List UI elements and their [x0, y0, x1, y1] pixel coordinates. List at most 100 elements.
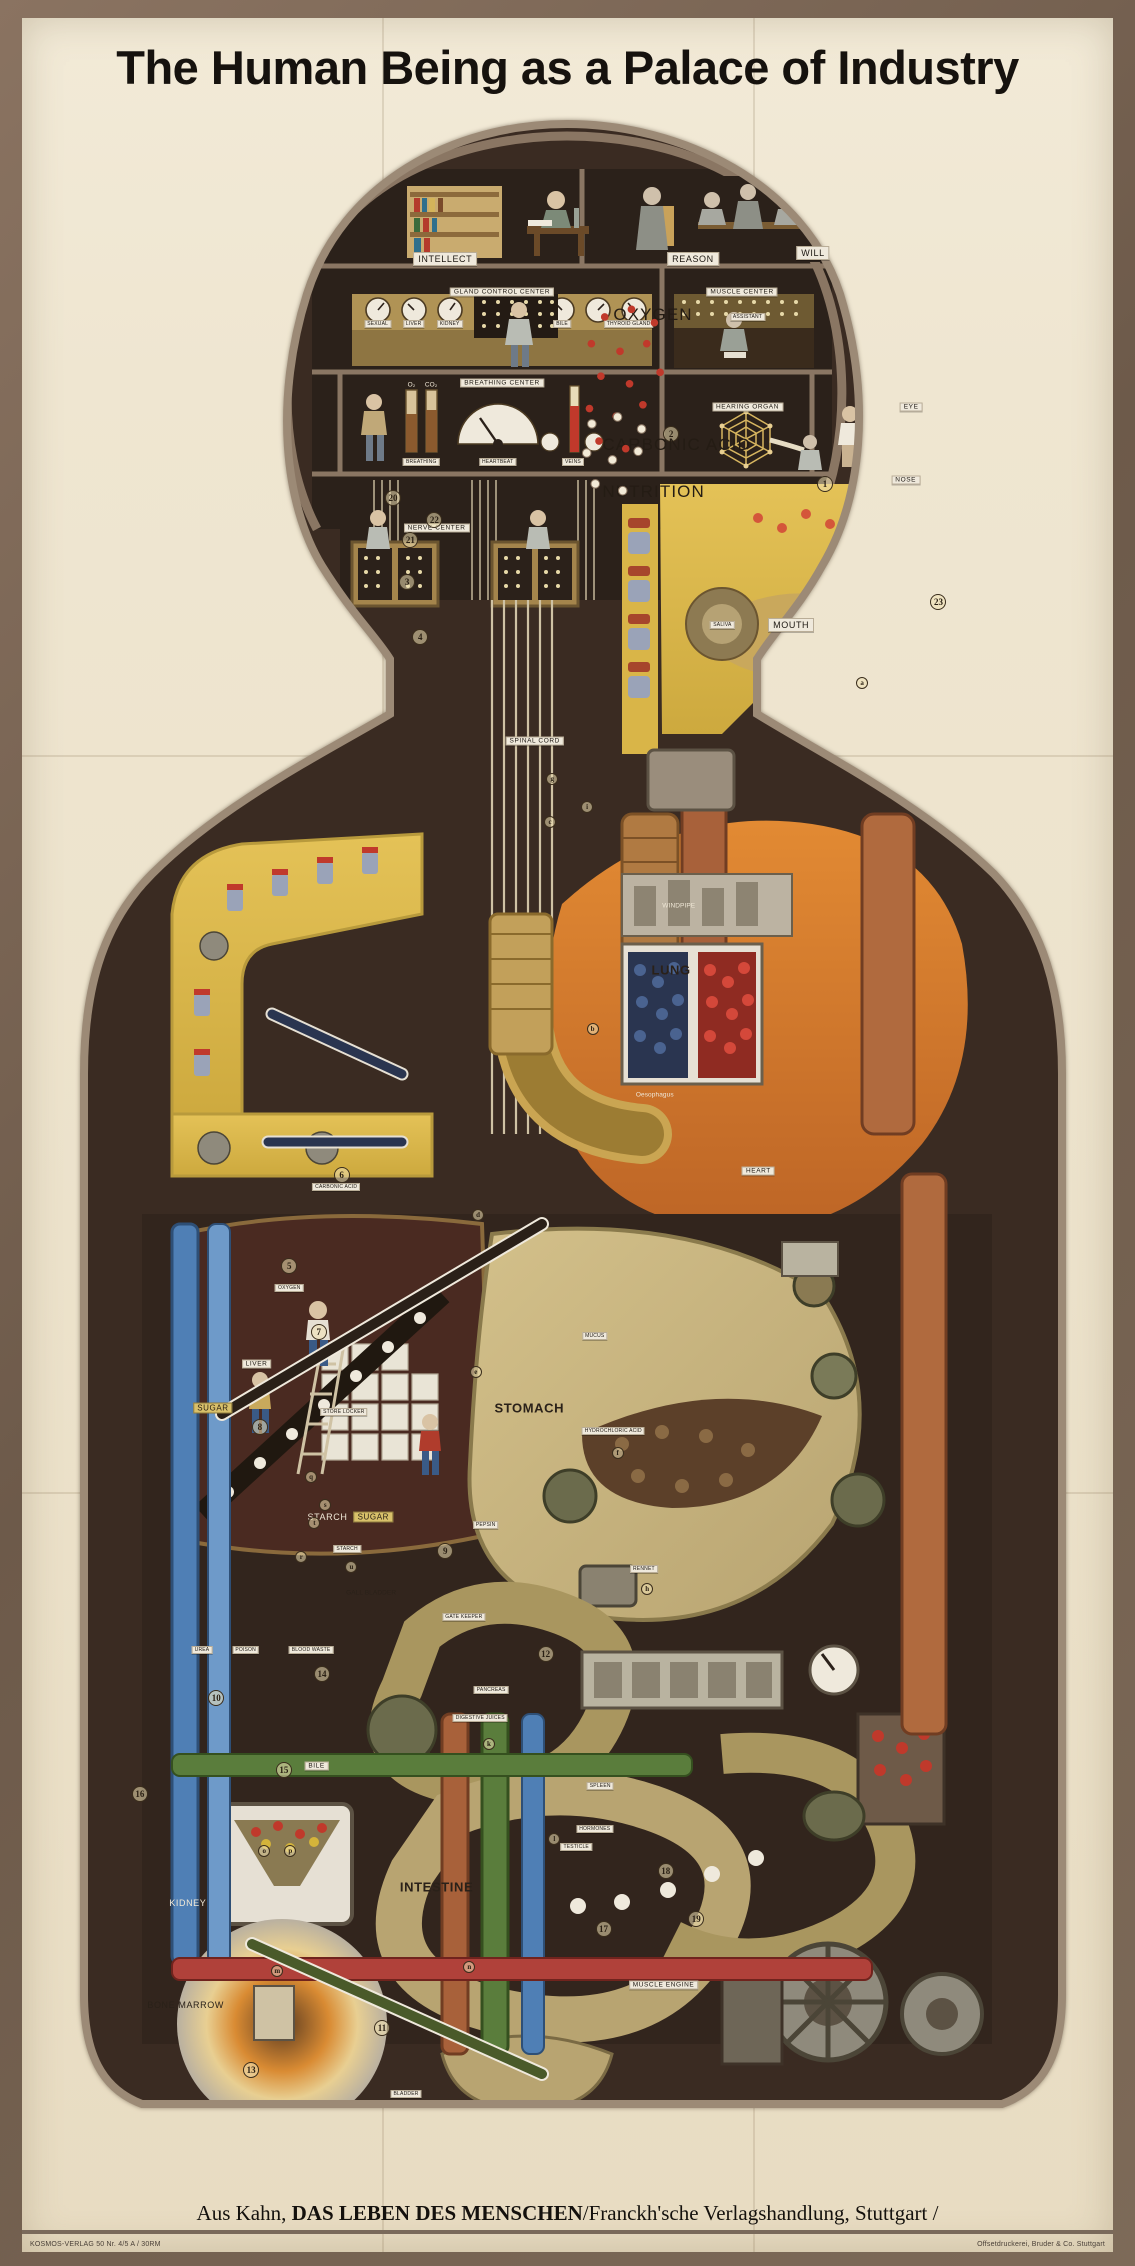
organ-label-windpipe: WINDPIPE — [662, 902, 696, 910]
head-panel-label-eye: EYE — [899, 402, 923, 412]
organ-label-kidney: KIDNEY — [169, 1897, 207, 1908]
marker-s: s — [319, 1498, 332, 1511]
face-label-nose: NOSE — [891, 475, 921, 485]
organ-label-oesophagus: Oesophagus — [635, 1091, 674, 1099]
marker-22: 22 — [426, 512, 443, 529]
organ-label-bile: BILE — [304, 1761, 329, 1771]
marker-l: l — [548, 1832, 561, 1845]
gauge-label-kidney: KIDNEY — [436, 320, 463, 329]
organ-label-liver: LIVER — [241, 1359, 272, 1369]
head-panel-label-will: WILL — [796, 245, 830, 260]
marker-e: e — [469, 1366, 482, 1379]
marker-15: 15 — [275, 1762, 292, 1779]
marker-13: 13 — [243, 2061, 260, 2078]
marker-t: t — [308, 1517, 321, 1529]
meter-label-heartbeat: HEARTBEAT — [479, 457, 517, 466]
organ-label-gall-bladder: GALL BLADDER — [346, 1589, 397, 1597]
callout-nutrition: NUTRITION — [602, 481, 705, 501]
organ-label-sugar-2: SUGAR — [353, 1511, 394, 1523]
marker-q: q — [305, 1470, 318, 1483]
marker-u: u — [345, 1561, 358, 1574]
organ-label-intestine: INTESTINE — [399, 1879, 474, 1895]
carbonic-acid-particle-cloud — [581, 412, 647, 496]
bottom-rule — [22, 2230, 1113, 2234]
marker-n: n — [463, 1961, 476, 1974]
marker-18: 18 — [657, 1862, 674, 1879]
marker-12: 12 — [537, 1645, 554, 1662]
organ-label-store-locker: STORE LOCKER — [320, 1408, 368, 1417]
marker-19: 19 — [688, 1910, 705, 1927]
meter-tube-label-co2: CO₂ — [424, 381, 438, 389]
organ-label-pepsin: PEPSIN — [472, 1521, 499, 1530]
organ-label-starch-2: STARCH — [333, 1545, 361, 1554]
marker-21: 21 — [402, 532, 419, 549]
caption-publisher: /Franckh'sche Verlagshandlung, Stuttgart… — [582, 2201, 939, 2225]
organ-label-digestive-juices: DIGESTIVE JUICES — [452, 1713, 508, 1722]
page-title: The Human Being as a Palace of Industry — [116, 41, 1019, 94]
muscle-center-sub-label: ASSISTANT — [729, 313, 766, 321]
organ-label-blood-waste: BLOOD WASTE — [288, 1645, 334, 1654]
organ-label-sugar: SUGAR — [193, 1402, 233, 1414]
organ-label-rennet: RENNET — [629, 1565, 658, 1574]
arm-label-oxygen: OXYGEN — [274, 1283, 304, 1292]
organ-label-stomach: STOMACH — [494, 1400, 565, 1416]
marker-4: 4 — [412, 628, 429, 645]
marker-11: 11 — [374, 2019, 391, 2036]
marker-3: 3 — [399, 574, 416, 591]
organ-label-gate-keeper: GATE KEEPER — [442, 1613, 486, 1622]
marker-f: f — [611, 1446, 624, 1459]
organ-label-pancreas: PANCREAS — [473, 1685, 509, 1694]
marker-p: p — [284, 1844, 297, 1857]
organ-label-hydrochloric-acid: HYDROCHLORIC ACID — [581, 1426, 645, 1435]
meter-tube-label-o2: O₂ — [407, 381, 416, 389]
marker-16: 16 — [131, 1786, 148, 1803]
marker-14: 14 — [314, 1665, 331, 1682]
imprint-left: KOSMOS-VERLAG 50 Nr. 4/5 A / 30RM — [30, 2241, 161, 2248]
poster-sheet: The Human Being as a Palace of Industry — [22, 18, 1113, 2252]
marker-o: o — [258, 1844, 271, 1857]
meter-label-breathing: BREATHING — [402, 457, 440, 466]
organ-label-bone-marrow: BONE MARROW — [147, 2000, 224, 2011]
marker-20: 20 — [384, 489, 401, 506]
marker-9: 9 — [437, 1543, 454, 1560]
caption-prefix: Aus Kahn, — [196, 2201, 292, 2225]
marker-r: r — [295, 1551, 308, 1564]
marker-2: 2 — [663, 425, 680, 442]
marker-8: 8 — [251, 1418, 268, 1435]
head-panel-label-hearing-organ: HEARING ORGAN — [711, 402, 784, 412]
marker-5: 5 — [281, 1257, 298, 1274]
organ-label-starch: STARCH — [307, 1511, 348, 1522]
marker-23: 23 — [930, 594, 947, 611]
marker-i: i — [581, 801, 594, 814]
marker-m: m — [271, 1965, 284, 1978]
marker-b: b — [586, 1022, 599, 1035]
organ-label-heart: HEART — [741, 1166, 775, 1176]
organ-label-muscle-engine: MUSCLE ENGINE — [628, 1980, 699, 1990]
body-silhouette-svg — [80, 119, 1066, 2108]
head-panel-label-gland-control-center: GLAND CONTROL CENTER — [449, 287, 555, 297]
face-label-spinal-cord: SPINAL CORD — [505, 736, 564, 746]
marker-6: 6 — [333, 1167, 350, 1184]
organ-label-spleen: SPLEEN — [586, 1782, 614, 1791]
face-label-mouth: MOUTH — [768, 617, 815, 632]
marker-d: d — [472, 1209, 485, 1222]
organ-label-bladder: BLADDER — [390, 2089, 422, 2098]
gauge-label-liver: LIVER — [402, 320, 425, 329]
caption-book-title: DAS LEBEN DES MENSCHEN — [291, 2201, 583, 2225]
organ-label-hormones: HORMONES — [576, 1824, 614, 1833]
organ-label-poison: POISON — [232, 1645, 259, 1654]
gauge-label-sexual: SEXUAL — [364, 320, 392, 329]
organ-label-mucus: MUCUS — [582, 1332, 608, 1341]
face-label-saliva: SALIVA — [710, 620, 735, 629]
marker-g: g — [546, 773, 559, 786]
head-panel-label-muscle-center: MUSCLE CENTER — [706, 287, 778, 297]
marker-k: k — [482, 1738, 495, 1751]
imprint-right: Offsetdruckerei, Bruder & Co. Stuttgart — [977, 2241, 1105, 2248]
marker-h: h — [641, 1583, 654, 1596]
meter-label-veins: VEINS — [561, 457, 584, 466]
marker-a: a — [856, 676, 869, 689]
arm-label-carbonic-acid: CARBONIC ACID — [312, 1183, 361, 1192]
head-panel-label-reason: REASON — [667, 251, 719, 266]
anatomical-figure: INTELLECT REASON GLAND CONTROL CENTER MU… — [22, 114, 1113, 2124]
